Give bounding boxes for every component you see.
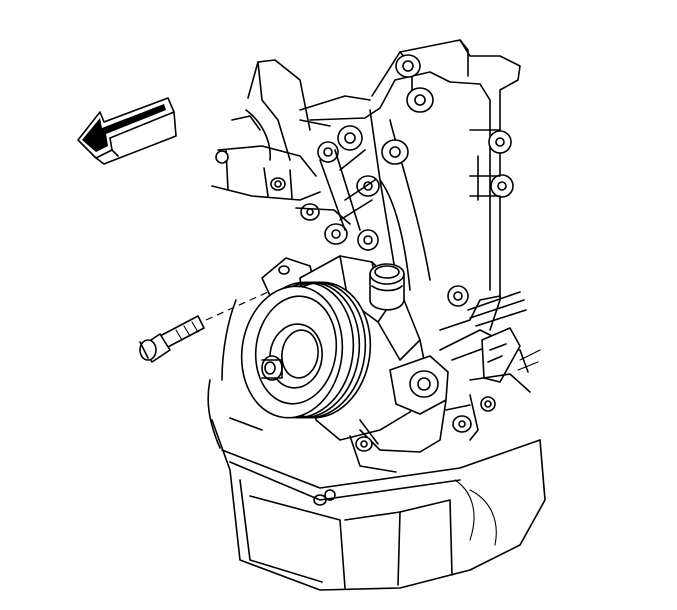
- reservoir-cap-icon: [369, 263, 405, 311]
- direction-arrow-icon: [77, 97, 177, 165]
- engine-block: [211, 419, 546, 591]
- right-side-fittings: [439, 291, 541, 441]
- engine-left-contour: [207, 299, 263, 449]
- pump-pulley-icon: [240, 281, 372, 419]
- upper-left-bracket: [211, 59, 351, 225]
- mounting-bracket: [299, 39, 521, 331]
- mounting-bolt-icon: [139, 315, 205, 363]
